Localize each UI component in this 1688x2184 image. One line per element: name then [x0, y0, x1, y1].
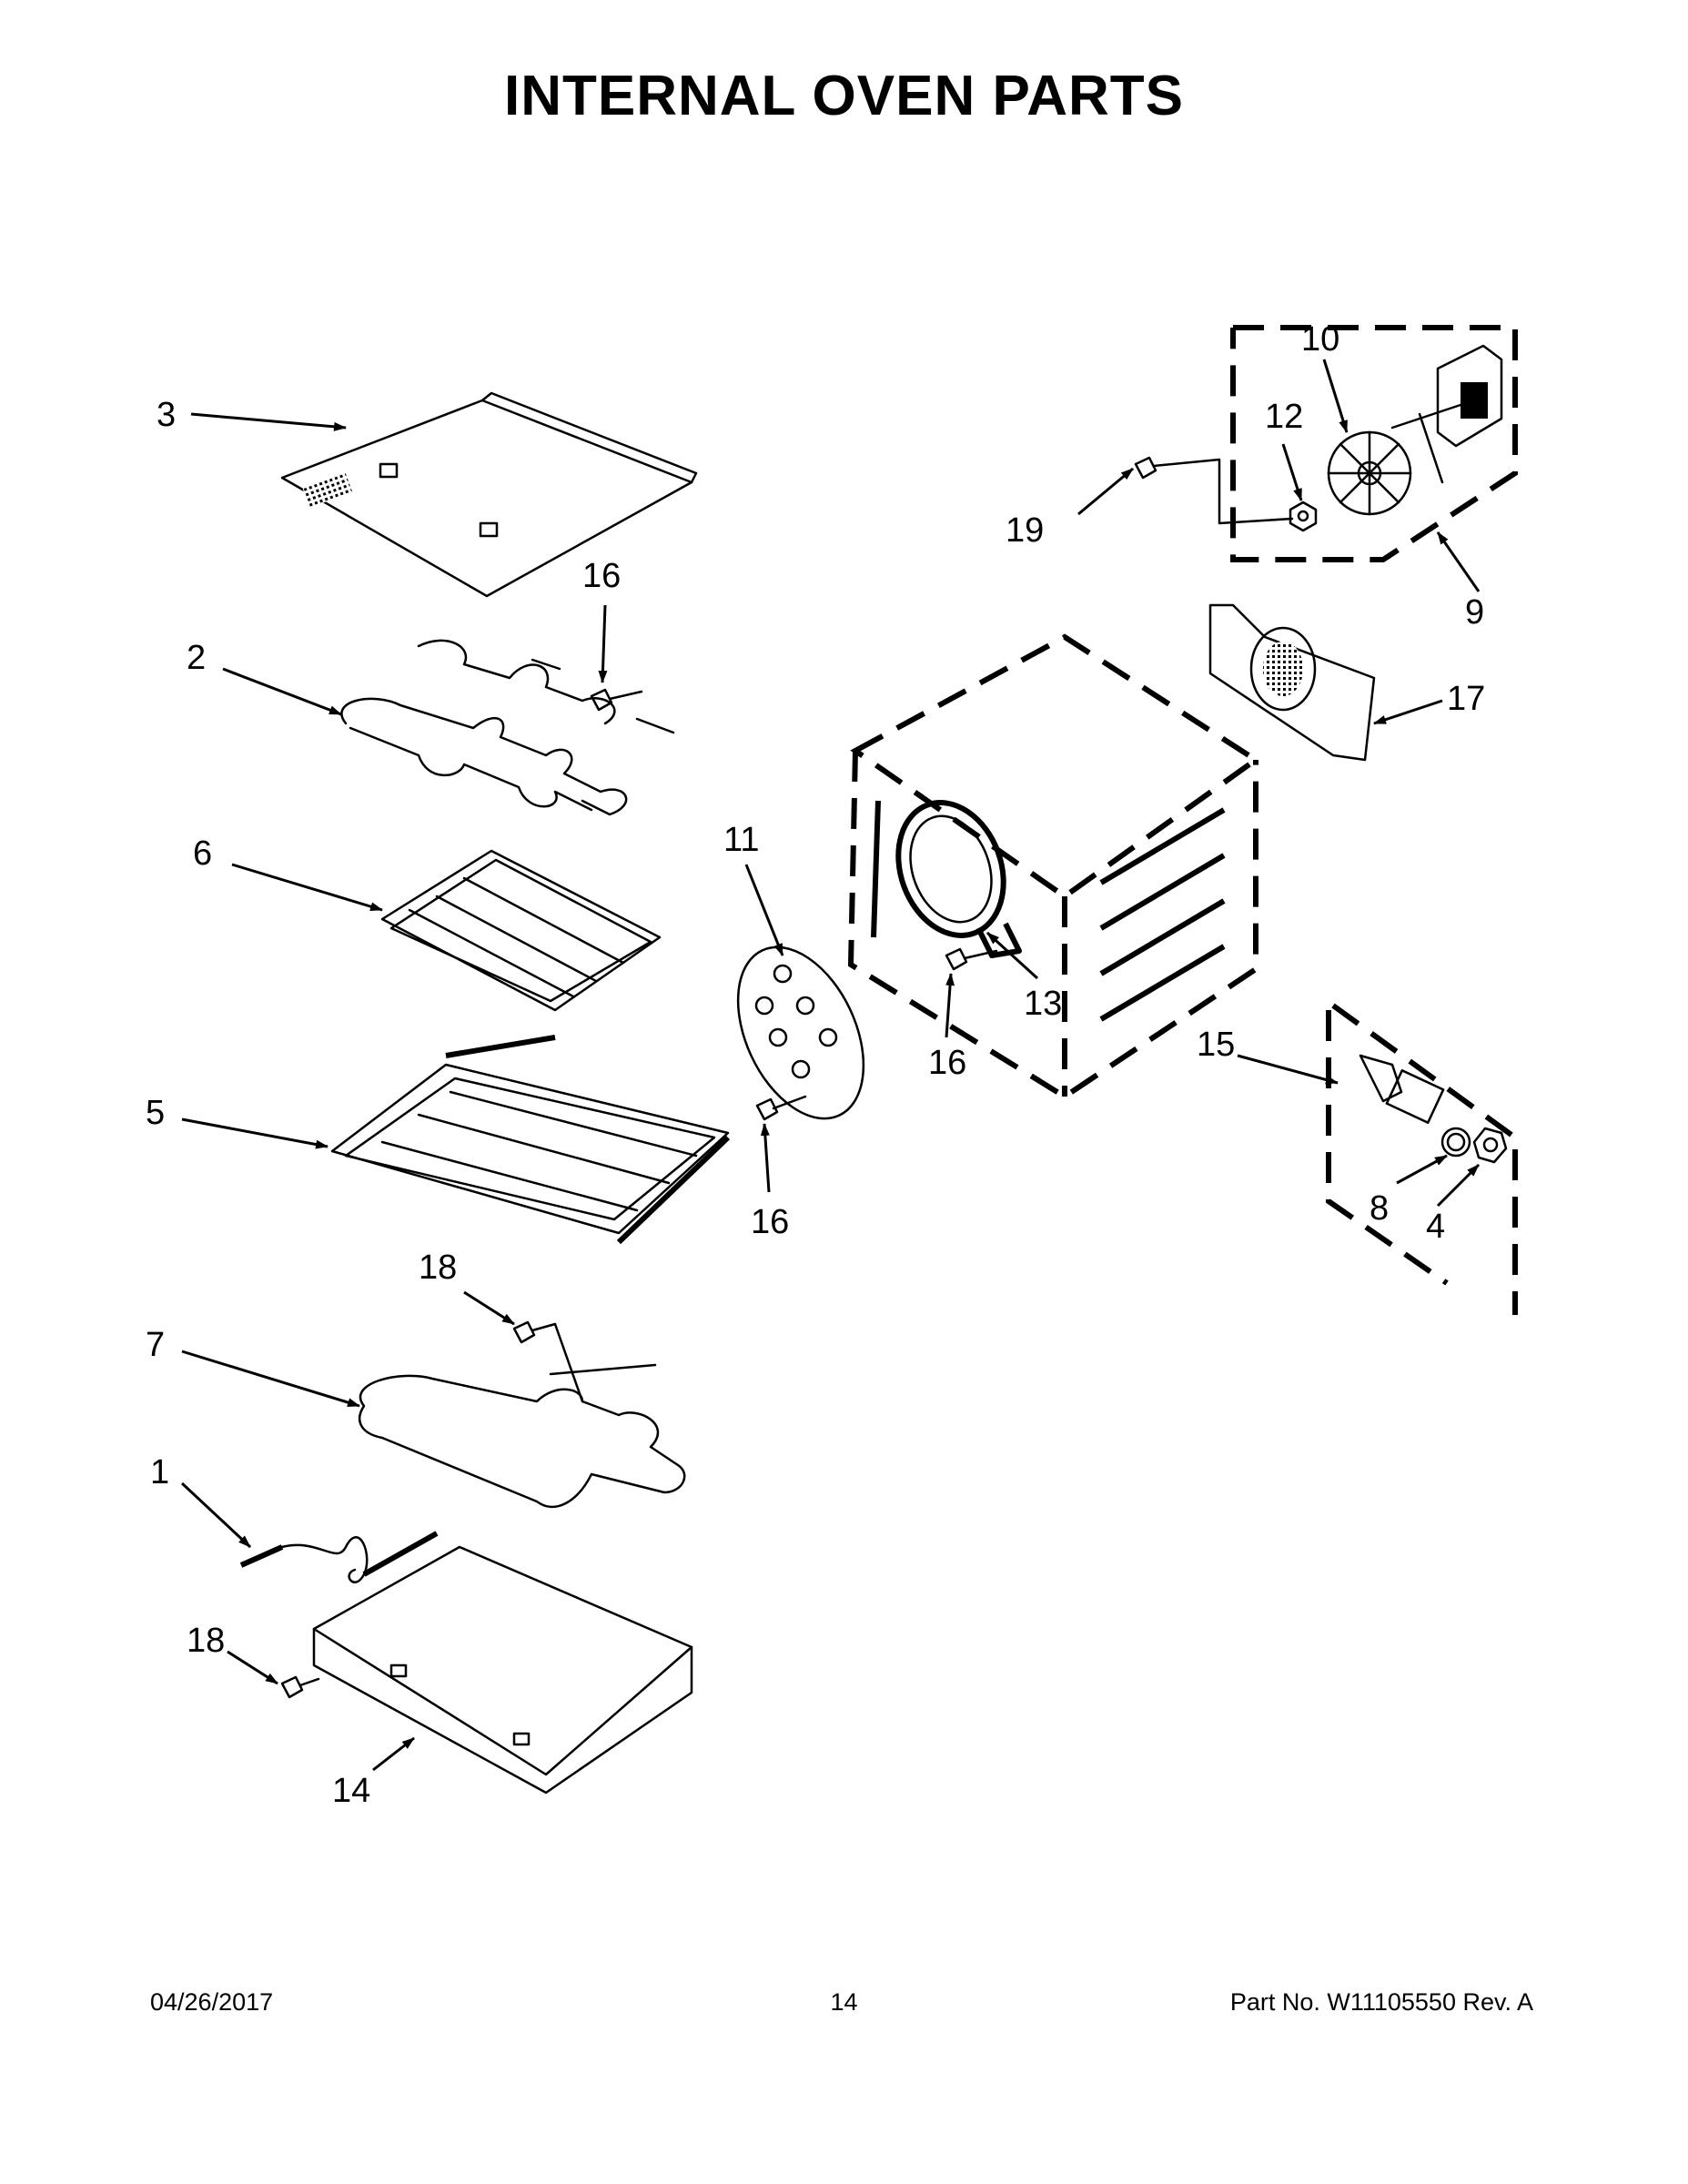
callout-3: 3: [157, 396, 176, 434]
part-14-bottom-tray: [312, 1545, 693, 1795]
screw-fastener: [280, 1675, 320, 1699]
callout-8: 8: [1370, 1189, 1389, 1228]
callout-15: 15: [1197, 1026, 1235, 1064]
light-socket: [1359, 1054, 1445, 1124]
callout-6: 6: [193, 834, 212, 873]
screw-fastener: [512, 1320, 557, 1344]
callout-16: 16: [928, 1044, 966, 1082]
callout-14: 14: [332, 1772, 370, 1810]
part-3-top-panel: [280, 391, 698, 598]
part-7-bake-element: [359, 1322, 686, 1509]
part-8-lens-gasket: [1440, 1127, 1471, 1158]
part-15-light-assembly: [1326, 1003, 1518, 1315]
callout-1: 1: [150, 1453, 169, 1491]
callout-13: 13: [1024, 985, 1062, 1023]
screw-fastener: [1134, 456, 1294, 525]
callout-16: 16: [582, 557, 621, 595]
part-11-fan-cover-gasket: [736, 945, 865, 1120]
callout-2: 2: [187, 639, 206, 677]
callout-16: 16: [751, 1203, 789, 1241]
callout-9: 9: [1465, 593, 1484, 632]
callout-18: 18: [419, 1249, 457, 1287]
part-2-broil-element: [340, 639, 675, 816]
part-12-fan-nut: [1289, 500, 1318, 532]
part-4-lens: [1472, 1127, 1508, 1164]
footer-date: 04/26/2017: [150, 1988, 274, 2016]
footer-page-number: 14: [830, 1988, 858, 2016]
part-9-convection-fan-assembly: [1230, 325, 1518, 562]
callout-11: 11: [723, 821, 759, 859]
callout-10: 10: [1301, 320, 1339, 359]
part-17-fan-cover: [1208, 603, 1376, 762]
part-6-oven-rack: [380, 849, 662, 1012]
part-1-meat-probe: [239, 1531, 439, 1583]
screw-fastener: [755, 1095, 807, 1121]
callout-18: 18: [187, 1622, 225, 1660]
screw-fastener: [590, 688, 643, 712]
part-5-sliding-rack: [330, 1035, 731, 1245]
page-title: INTERNAL OVEN PARTS: [504, 65, 1184, 127]
leader-arrows: [180, 359, 1481, 1772]
callout-5: 5: [146, 1094, 165, 1132]
callout-7: 7: [146, 1326, 165, 1364]
oven-cavity: [847, 633, 1261, 1100]
callout-4: 4: [1426, 1208, 1445, 1246]
callout-17: 17: [1447, 680, 1485, 718]
part-10-fan-blade: [1327, 430, 1412, 516]
callout-12: 12: [1265, 398, 1303, 436]
footer-part-number: Part No. W11105550 Rev. A: [1229, 1988, 1533, 2016]
fan-motor: [1390, 344, 1503, 484]
callout-19: 19: [1006, 511, 1044, 550]
